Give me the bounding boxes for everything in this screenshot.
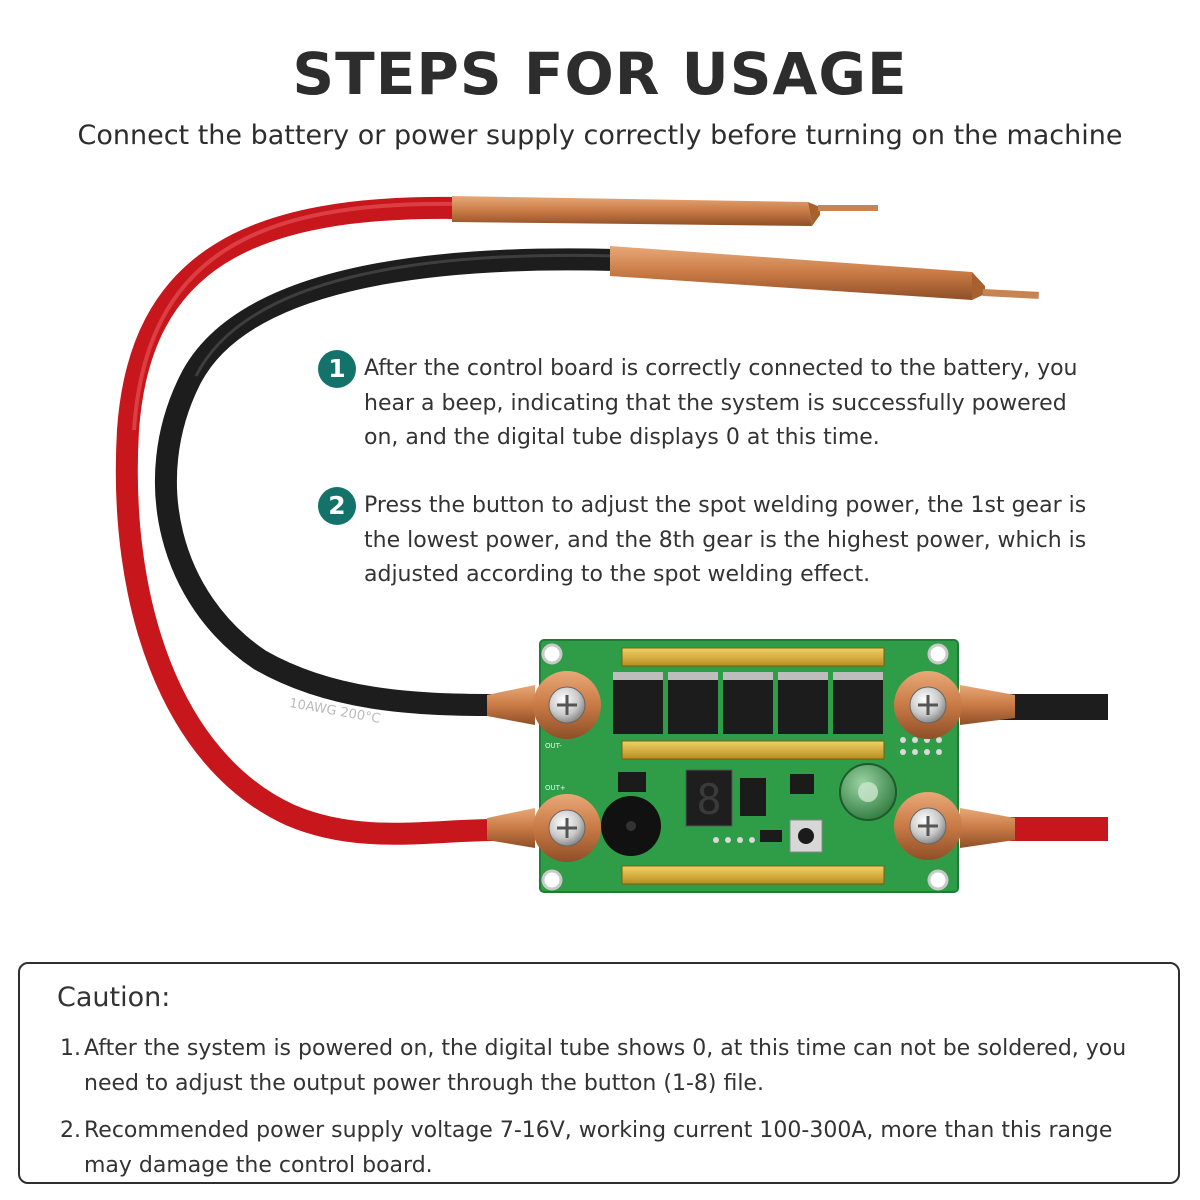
terminal-lug-black-left bbox=[487, 671, 601, 739]
terminal-lug-red-left bbox=[487, 794, 601, 862]
caution-item-number: 2. bbox=[60, 1118, 81, 1143]
step-2-text: Press the button to adjust the spot weld… bbox=[364, 493, 1087, 587]
step-1: 1 After the control board is correctly c… bbox=[318, 350, 1118, 456]
digital-tube-digit: 8 bbox=[696, 775, 721, 824]
mosfet-row bbox=[613, 672, 883, 734]
digital-tube bbox=[685, 769, 733, 827]
gold-strip-middle bbox=[621, 740, 885, 760]
caution-item: 2. Recommended power supply voltage 7-16… bbox=[60, 1114, 1150, 1183]
page-title: STEPS FOR USAGE bbox=[292, 40, 908, 108]
step-2: 2 Press the button to adjust the spot we… bbox=[318, 487, 1118, 593]
svg-text:OUT-: OUT- bbox=[545, 742, 562, 750]
black-cable bbox=[154, 248, 626, 716]
spot-welder-illustration: 10AWG 200°C bbox=[115, 196, 1108, 893]
page-subtitle: Connect the battery or power supply corr… bbox=[77, 120, 1123, 151]
caution-title: Caution: bbox=[57, 982, 171, 1013]
gold-strip-bottom bbox=[621, 865, 885, 885]
terminal-lug-black-right bbox=[894, 671, 1015, 739]
caution-item-text: After the system is powered on, the digi… bbox=[84, 1036, 1127, 1096]
copper-probe-black bbox=[610, 246, 1039, 300]
step-number-badge: 1 bbox=[318, 350, 356, 388]
gold-strip-top bbox=[621, 647, 885, 667]
power-adjust-button bbox=[789, 819, 823, 853]
control-board: OUT- OUT+ 8 bbox=[539, 639, 959, 893]
caution-box: Caution: 1. After the system is powered … bbox=[18, 962, 1180, 1184]
step-1-text: After the control board is correctly con… bbox=[364, 356, 1078, 450]
terminal-lug-red-right bbox=[894, 792, 1015, 860]
caution-item-number: 1. bbox=[60, 1036, 81, 1061]
copper-probe-red bbox=[452, 196, 878, 226]
svg-text:OUT+: OUT+ bbox=[545, 784, 566, 792]
caution-item: 1. After the system is powered on, the d… bbox=[60, 1032, 1150, 1101]
step-number-badge: 2 bbox=[318, 487, 356, 525]
caution-item-text: Recommended power supply voltage 7-16V, … bbox=[84, 1118, 1113, 1178]
